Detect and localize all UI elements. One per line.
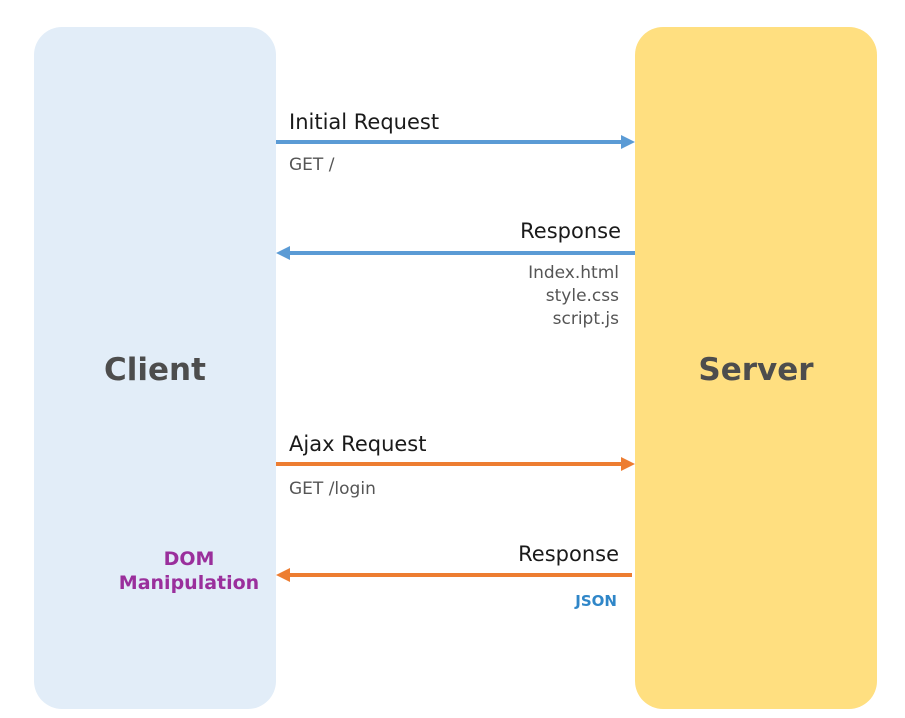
response-detail-script: script.js — [552, 309, 619, 329]
response-arrow — [276, 246, 635, 260]
dom-note-line1: DOM — [163, 548, 215, 570]
client-title: Client — [104, 352, 206, 388]
response-detail-index: Index.html — [528, 263, 619, 283]
initial-request-detail: GET / — [289, 155, 335, 175]
ajax-request-arrow — [276, 457, 635, 471]
response-label: Response — [520, 219, 621, 243]
ajax-request-label: Ajax Request — [289, 432, 427, 456]
dom-note-line2: Manipulation — [118, 572, 260, 594]
client-panel — [34, 27, 276, 709]
server-title: Server — [698, 352, 814, 388]
response-detail-style: style.css — [545, 286, 619, 306]
ajax-request-detail: GET /login — [289, 479, 376, 499]
dom-manipulation-note: DOM Manipulation — [100, 547, 278, 595]
json-response-label: Response — [518, 542, 619, 566]
initial-request-label: Initial Request — [289, 110, 440, 134]
json-detail: JSON — [575, 592, 617, 610]
server-panel — [635, 27, 877, 709]
initial-request-arrow — [276, 135, 635, 149]
json-response-arrow — [276, 568, 632, 582]
